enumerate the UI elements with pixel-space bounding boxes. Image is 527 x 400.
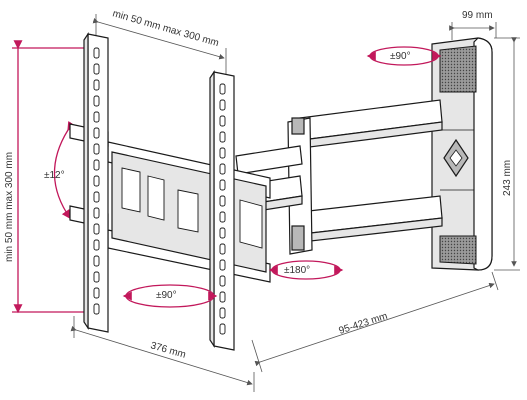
height-label: 243 mm	[502, 160, 513, 196]
wall-plate	[431, 37, 493, 271]
top-span-dimension: min 50 mm max 300 mm	[92, 8, 227, 74]
width-label: 376 mm	[149, 340, 187, 361]
rotate-plate-indicator: ±90°	[122, 284, 218, 308]
rotate-plate-label: ±90°	[156, 290, 177, 301]
depth-dimension: 99 mm	[449, 10, 497, 40]
right-vertical-bracket	[209, 70, 235, 351]
top-span-label: min 50 mm max 300 mm	[111, 8, 220, 49]
left-span-label: min 50 mm max 300 mm	[4, 152, 15, 262]
extension-dimension: 95-423 mm	[251, 271, 499, 373]
rotate-wall-indicator: ±90°	[366, 46, 442, 66]
tilt-indicator: ±12°	[44, 120, 76, 220]
left-span-dimension: min 50 mm max 300 mm	[4, 40, 86, 314]
depth-label: 99 mm	[462, 10, 493, 21]
left-vertical-bracket	[83, 32, 109, 333]
rotate-wall-label: ±90°	[390, 51, 411, 62]
rotate-arm-label: ±180°	[284, 265, 310, 276]
rotate-arm-indicator: ±180°	[268, 260, 344, 280]
extension-label: 95-423 mm	[338, 311, 390, 337]
tilt-label: ±12°	[44, 170, 65, 181]
height-dimension: 243 mm	[494, 37, 520, 271]
